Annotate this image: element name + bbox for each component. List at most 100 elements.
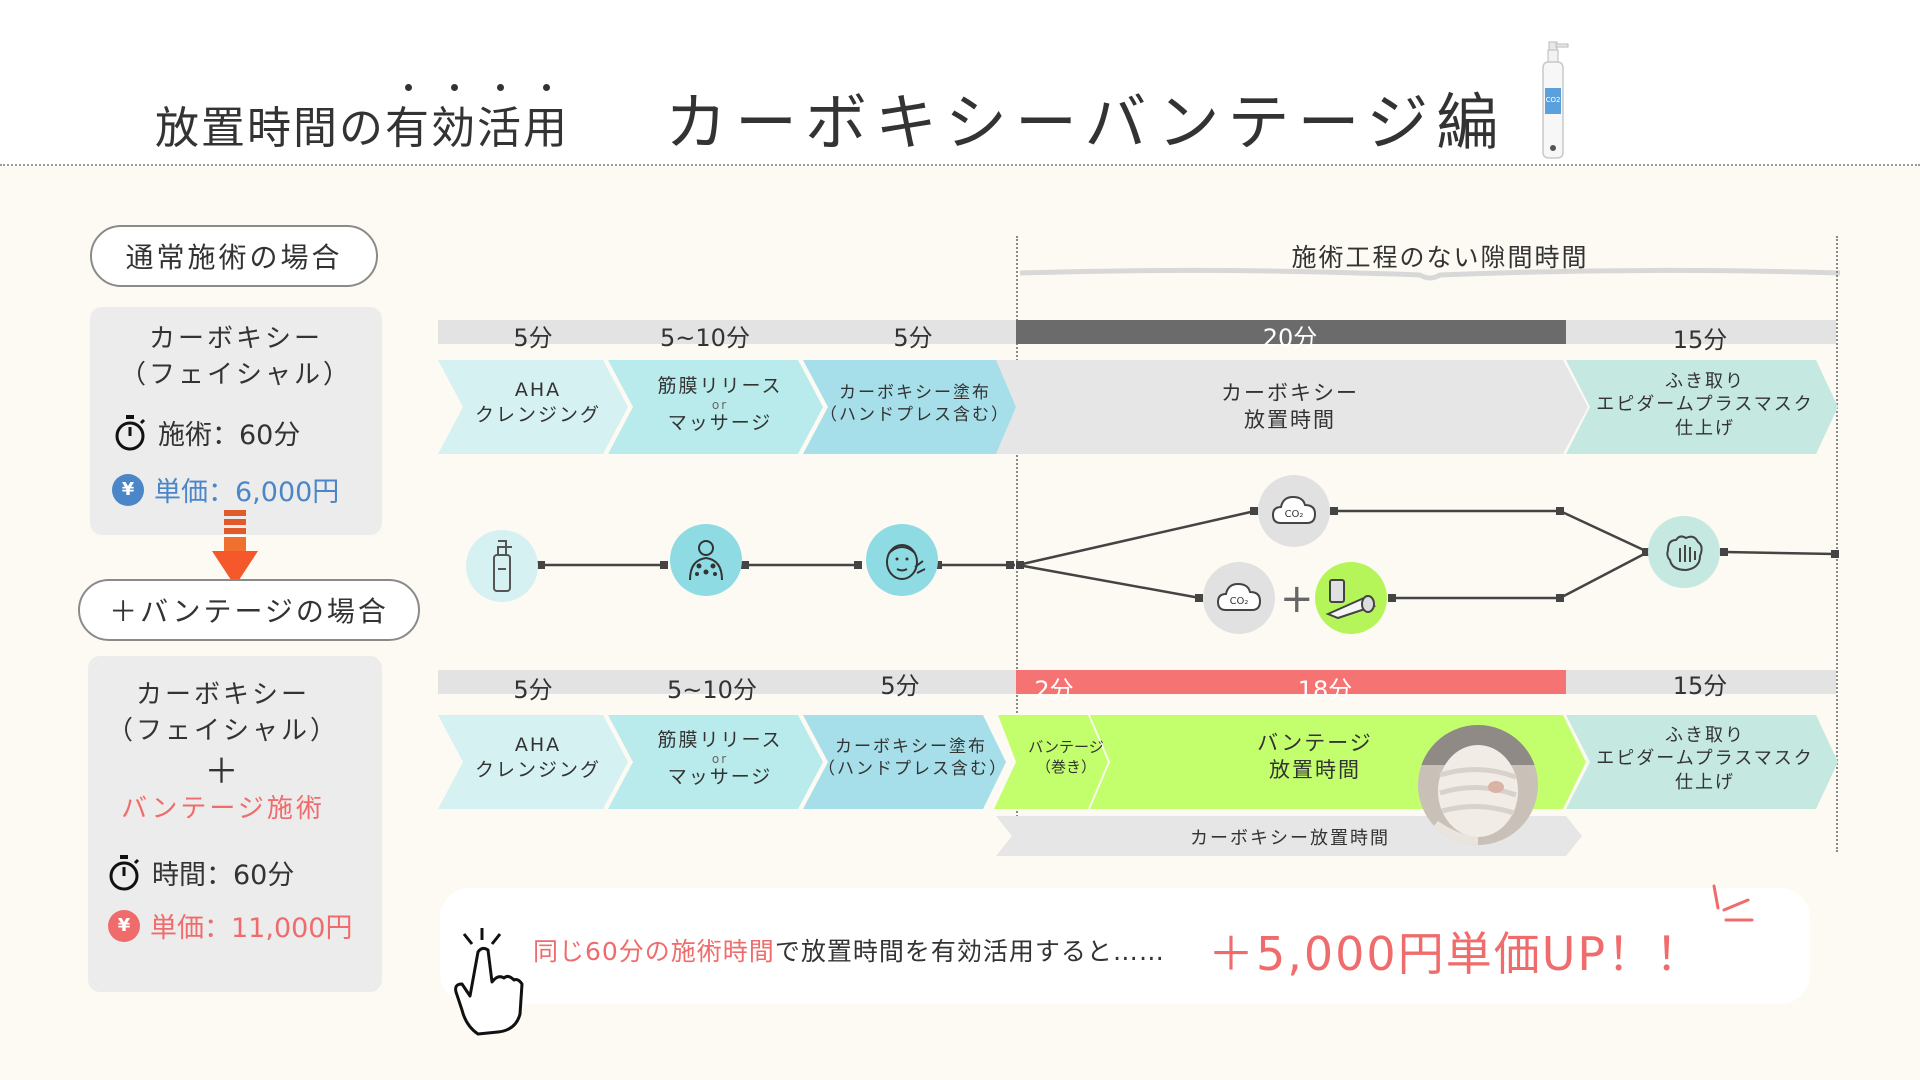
bandage-card-line2: （フェイシャル） bbox=[106, 716, 339, 746]
gap-start-guide bbox=[1016, 236, 1018, 852]
subtitle-dotted-char: 用 bbox=[523, 84, 569, 156]
normal-time-line: 施術：60分 bbox=[112, 413, 300, 452]
step-line: ふき取り bbox=[1665, 725, 1745, 746]
bottom-step-wrap: バンテージ （巻き） bbox=[1016, 738, 1116, 777]
bottom-duration-coat: 5分 bbox=[880, 672, 920, 700]
bandage-time-line: 時間：60分 bbox=[106, 853, 294, 892]
step-line: （巻き） bbox=[1035, 757, 1096, 776]
bandaged-face-photo bbox=[1418, 725, 1538, 845]
callout-text: 同じ60分の施術時間で放置時間を有効活用すると…… bbox=[533, 932, 1165, 968]
top-step-rest: カーボキシー 放置時間 bbox=[1190, 380, 1390, 435]
bandage-card-line1: カーボキシー bbox=[135, 680, 310, 710]
subtitle-dotted-char: 効 bbox=[431, 84, 477, 156]
subtitle-prefix: 放置時間の bbox=[155, 103, 385, 154]
step-line: カーボキシー bbox=[1221, 381, 1359, 405]
bandage-card-line3: バンテージ施術 bbox=[121, 794, 325, 824]
chevron-wrap bbox=[994, 715, 1108, 809]
step-line: バンテージ bbox=[1028, 738, 1104, 756]
page-title: カーボキシーバンテージ編 bbox=[665, 86, 1507, 159]
top-duration-aha: 5分 bbox=[513, 324, 553, 352]
step-line: AHA bbox=[514, 379, 562, 401]
bottom-duration-aha: 5分 bbox=[513, 676, 553, 704]
bottom-duration-bandrest: 18分 bbox=[1297, 676, 1353, 704]
step-line: （ハンドプレス含む） bbox=[818, 759, 1008, 780]
carboxy-rest-label: カーボキシー放置時間 bbox=[1190, 828, 1390, 849]
bottom-duration-wrap: 2分 bbox=[1034, 676, 1074, 704]
step-line: エピダームプラスマスク bbox=[1596, 748, 1814, 770]
co2-cloud-icon: CO₂ bbox=[1203, 562, 1275, 634]
bandage-card-plus: ＋ bbox=[204, 752, 242, 792]
cleansing-bottle-icon bbox=[466, 530, 538, 602]
callout-highlight: 同じ60分の施術時間 bbox=[533, 937, 775, 966]
top-duration-fascia: 5~10分 bbox=[660, 324, 750, 352]
bandage-case-label: ＋バンテージの場合 bbox=[78, 579, 420, 641]
top-step-coat: カーボキシー塗布 （ハンドプレス含む） bbox=[820, 382, 1010, 426]
top-duration-rest: 20分 bbox=[1262, 324, 1318, 352]
chevron-aha bbox=[438, 715, 628, 809]
step-line: 筋膜リリース bbox=[657, 375, 783, 397]
bandage-time: 時間：60分 bbox=[152, 860, 295, 891]
bandage-price-line: ¥ 単価：11,000円 bbox=[108, 906, 352, 945]
chevron-rest bbox=[996, 360, 1588, 454]
top-step-aha: AHA クレンジング bbox=[468, 378, 608, 427]
header: 放置時間の有効活用 カーボキシーバンテージ編 CO2 bbox=[0, 0, 1920, 166]
bottom-step-bandrest: バンテージ 放置時間 bbox=[1215, 730, 1415, 785]
stopwatch-icon bbox=[109, 854, 140, 890]
normal-card-line2: （フェイシャル） bbox=[119, 360, 352, 390]
step-or: or bbox=[711, 397, 729, 412]
bottom-step-fascia: 筋膜リリース or マッサージ bbox=[630, 728, 810, 789]
gap-bracket bbox=[1020, 267, 1840, 281]
bottom-step-coat: カーボキシー塗布 （ハンドプレス含む） bbox=[818, 736, 1008, 780]
co2-cloud-icon: CO₂ bbox=[1258, 475, 1330, 547]
callout-rest: で放置時間を有効活用すると…… bbox=[774, 937, 1165, 966]
chevron-coat bbox=[803, 715, 1006, 809]
step-line: マッサージ bbox=[667, 411, 773, 434]
pointing-hand-icon bbox=[454, 928, 524, 1036]
subtitle-dotted-char: 有 bbox=[385, 84, 431, 156]
bottle-label: CO2 bbox=[1546, 96, 1561, 104]
chevron-fascia bbox=[608, 715, 823, 809]
step-line: クレンジング bbox=[474, 758, 601, 781]
chevron-aha bbox=[438, 360, 628, 454]
step-line: ふき取り bbox=[1665, 371, 1745, 392]
header-divider bbox=[0, 164, 1920, 166]
callout-big-text: ＋5,000円単価UP！！ bbox=[1208, 927, 1704, 981]
top-duration-bar-dark bbox=[1016, 320, 1566, 344]
step-or: or bbox=[711, 751, 729, 766]
top-duration-bar-end bbox=[1566, 320, 1836, 344]
step-line: 仕上げ bbox=[1675, 771, 1735, 793]
step-line: 仕上げ bbox=[1675, 417, 1735, 439]
bottom-duration-bar-end bbox=[1566, 670, 1836, 694]
bottom-duration-bar-red bbox=[1016, 670, 1566, 694]
bottom-step-wipe: ふき取り エピダームプラスマスク 仕上げ bbox=[1590, 724, 1820, 794]
chevron-coat bbox=[803, 360, 1016, 454]
step-line: バンテージ bbox=[1257, 731, 1373, 755]
top-step-fascia: 筋膜リリース or マッサージ bbox=[630, 374, 810, 435]
burst-lines-icon bbox=[1712, 884, 1754, 922]
face-cream-icon bbox=[866, 524, 938, 596]
subtitle-dotted-char: 活 bbox=[477, 84, 523, 156]
chevron-wipe bbox=[1566, 715, 1838, 809]
step-line: マッサージ bbox=[667, 765, 773, 788]
plus-sign: + bbox=[1280, 576, 1314, 622]
yen-icon: ¥ bbox=[108, 909, 140, 942]
massage-body-icon bbox=[670, 524, 742, 596]
step-line: （ハンドプレス含む） bbox=[820, 405, 1010, 426]
bandage-case-card bbox=[88, 656, 382, 992]
normal-card-line1: カーボキシー bbox=[148, 324, 323, 354]
step-line: エピダームプラスマスク bbox=[1596, 394, 1814, 416]
top-duration-coat: 5分 bbox=[893, 324, 933, 352]
step-line: 筋膜リリース bbox=[657, 729, 783, 751]
gap-end-guide bbox=[1836, 236, 1838, 852]
normal-price: 単価：6,000円 bbox=[154, 477, 340, 508]
top-step-wipe: ふき取り エピダームプラスマスク 仕上げ bbox=[1590, 370, 1820, 440]
normal-price-line: ¥ 単価：6,000円 bbox=[112, 470, 339, 509]
top-process-chevrons bbox=[438, 360, 1838, 454]
step-line: クレンジング bbox=[474, 403, 601, 426]
stopwatch-icon bbox=[115, 414, 146, 450]
top-duration-bar-light bbox=[438, 320, 1016, 344]
callout-box bbox=[440, 888, 1810, 1004]
normal-case-label: 通常施術の場合 bbox=[90, 225, 378, 287]
bottom-step-aha: AHA クレンジング bbox=[468, 733, 608, 782]
